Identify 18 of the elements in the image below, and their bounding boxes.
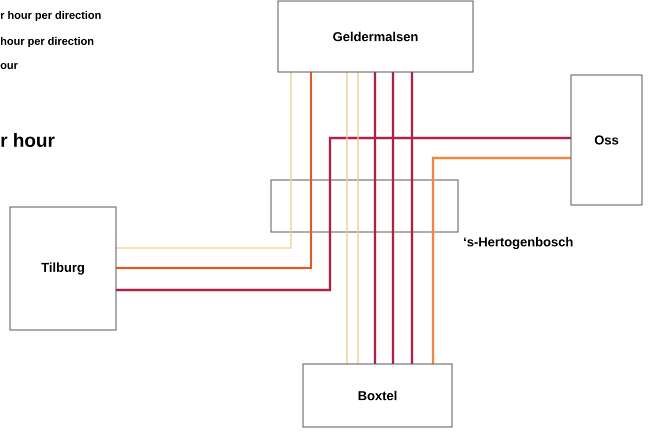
heading-text: r hour <box>1 133 55 147</box>
rail-line <box>357 72 359 364</box>
note-text: our <box>0 63 18 69</box>
rail-line <box>116 72 312 270</box>
rail-line <box>116 72 292 249</box>
rail-line <box>116 136 570 292</box>
rail-line <box>374 72 376 364</box>
rail-line <box>432 156 570 364</box>
note-text: r hour per direction <box>0 10 101 22</box>
station-box: Tilburg <box>10 206 116 330</box>
note-text: hour per direction <box>0 36 94 48</box>
station-box: Geldermalsen <box>278 0 474 72</box>
station-label: ‘s-Hertogenbosch <box>464 236 572 250</box>
station-box: Oss <box>570 74 642 206</box>
rail-line <box>346 72 348 364</box>
station-box: Boxtel <box>302 364 452 428</box>
rail-line <box>410 72 414 364</box>
rail-line <box>392 72 394 364</box>
